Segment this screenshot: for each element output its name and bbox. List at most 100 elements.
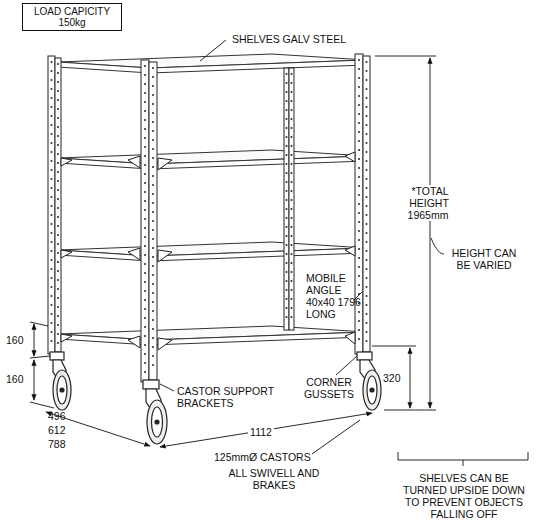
dimension-label-box: *TOTAL HEIGHT 1965mm [398, 185, 460, 221]
post-hole [152, 103, 154, 105]
post-hole [51, 115, 53, 117]
post-hole [57, 189, 59, 191]
post-hole [144, 173, 146, 175]
post-hole [291, 217, 293, 219]
post-hole [358, 86, 360, 88]
post-hole [57, 306, 59, 308]
post-hole [366, 115, 368, 117]
post-hole [358, 257, 360, 259]
part-label: CORNER GUSSETS [304, 376, 354, 400]
post-hole [144, 263, 146, 265]
post-hole [152, 328, 154, 330]
post-hole [152, 148, 154, 150]
post-hole [57, 333, 59, 335]
post-hole [144, 182, 146, 184]
post-hole [51, 142, 53, 144]
post-hole [152, 319, 154, 321]
post-hole [366, 142, 368, 144]
post-hole [358, 194, 360, 196]
post-hole [291, 100, 293, 102]
dimension-value: 612 [48, 424, 66, 436]
post-hole [57, 108, 59, 110]
post-hole [358, 140, 360, 142]
post-hole [366, 286, 368, 288]
post-hole [286, 226, 288, 228]
note-box: HEIGHT CAN BE VARIED [446, 247, 522, 271]
post-hole [51, 160, 53, 162]
post-hole [291, 235, 293, 237]
post-hole [51, 340, 53, 342]
post-hole [366, 124, 368, 126]
post-hole [51, 313, 53, 315]
post-hole [144, 227, 146, 229]
post-hole [286, 307, 288, 309]
post-hole [144, 119, 146, 121]
post-hole [286, 163, 288, 165]
dimension-value-box: 320 [383, 372, 409, 384]
post-hole [57, 171, 59, 173]
post-hole [291, 136, 293, 138]
post-hole [51, 88, 53, 90]
post-hole [144, 281, 146, 283]
dimension-value: 160 [6, 334, 24, 346]
post-hole [291, 226, 293, 228]
post-hole [51, 133, 53, 135]
post-hole [291, 118, 293, 120]
post-hole [286, 100, 288, 102]
post-hole [366, 88, 368, 90]
dimension-value: 1112 [248, 426, 274, 438]
post-hole [152, 301, 154, 303]
post-hole [57, 225, 59, 227]
post-hole [51, 61, 53, 63]
post-hole [358, 284, 360, 286]
post-hole [152, 274, 154, 276]
post-hole [286, 190, 288, 192]
post-hole [51, 178, 53, 180]
post-hole [291, 253, 293, 255]
post-hole [366, 331, 368, 333]
post-hole [286, 109, 288, 111]
post-hole [144, 308, 146, 310]
post-hole [51, 322, 53, 324]
post-hole [51, 106, 53, 108]
post-hole [286, 235, 288, 237]
post-hole [358, 149, 360, 151]
note-box: SHELVES CAN BE TURNED UPSIDE DOWN TO PRE… [398, 472, 530, 520]
post-hole [57, 216, 59, 218]
post-hole [144, 344, 146, 346]
post-hole [366, 151, 368, 153]
post-hole [152, 364, 154, 366]
post-hole [51, 277, 53, 279]
post-hole [144, 254, 146, 256]
post-hole [366, 313, 368, 315]
post-hole [291, 163, 293, 165]
post-hole [57, 342, 59, 344]
post-hole [144, 128, 146, 130]
post-hole [366, 304, 368, 306]
post-hole [366, 160, 368, 162]
post-hole [57, 234, 59, 236]
post-hole [152, 211, 154, 213]
post-hole [286, 82, 288, 84]
post-hole [152, 256, 154, 258]
post-hole [358, 203, 360, 205]
load-capacity-box: LOAD CAPICITY 150kg [22, 3, 122, 31]
post-hole [291, 154, 293, 156]
post-hole [57, 63, 59, 65]
post-hole [57, 207, 59, 209]
dimension-value: 788 [48, 438, 66, 450]
post-hole [286, 217, 288, 219]
post-hole [286, 154, 288, 156]
shelf-lip [58, 62, 150, 73]
dimension-value-box: 1112 [244, 426, 278, 438]
post-hole [152, 202, 154, 204]
part-label-box: CASTOR SUPPORT BRACKETS [177, 385, 281, 409]
post-hole [286, 127, 288, 129]
post-hole [286, 253, 288, 255]
part-label: CASTOR SUPPORT BRACKETS [177, 385, 274, 409]
post-hole [366, 187, 368, 189]
post-hole [51, 286, 53, 288]
post-hole [51, 241, 53, 243]
post-hole [144, 155, 146, 157]
post-hole [358, 77, 360, 79]
